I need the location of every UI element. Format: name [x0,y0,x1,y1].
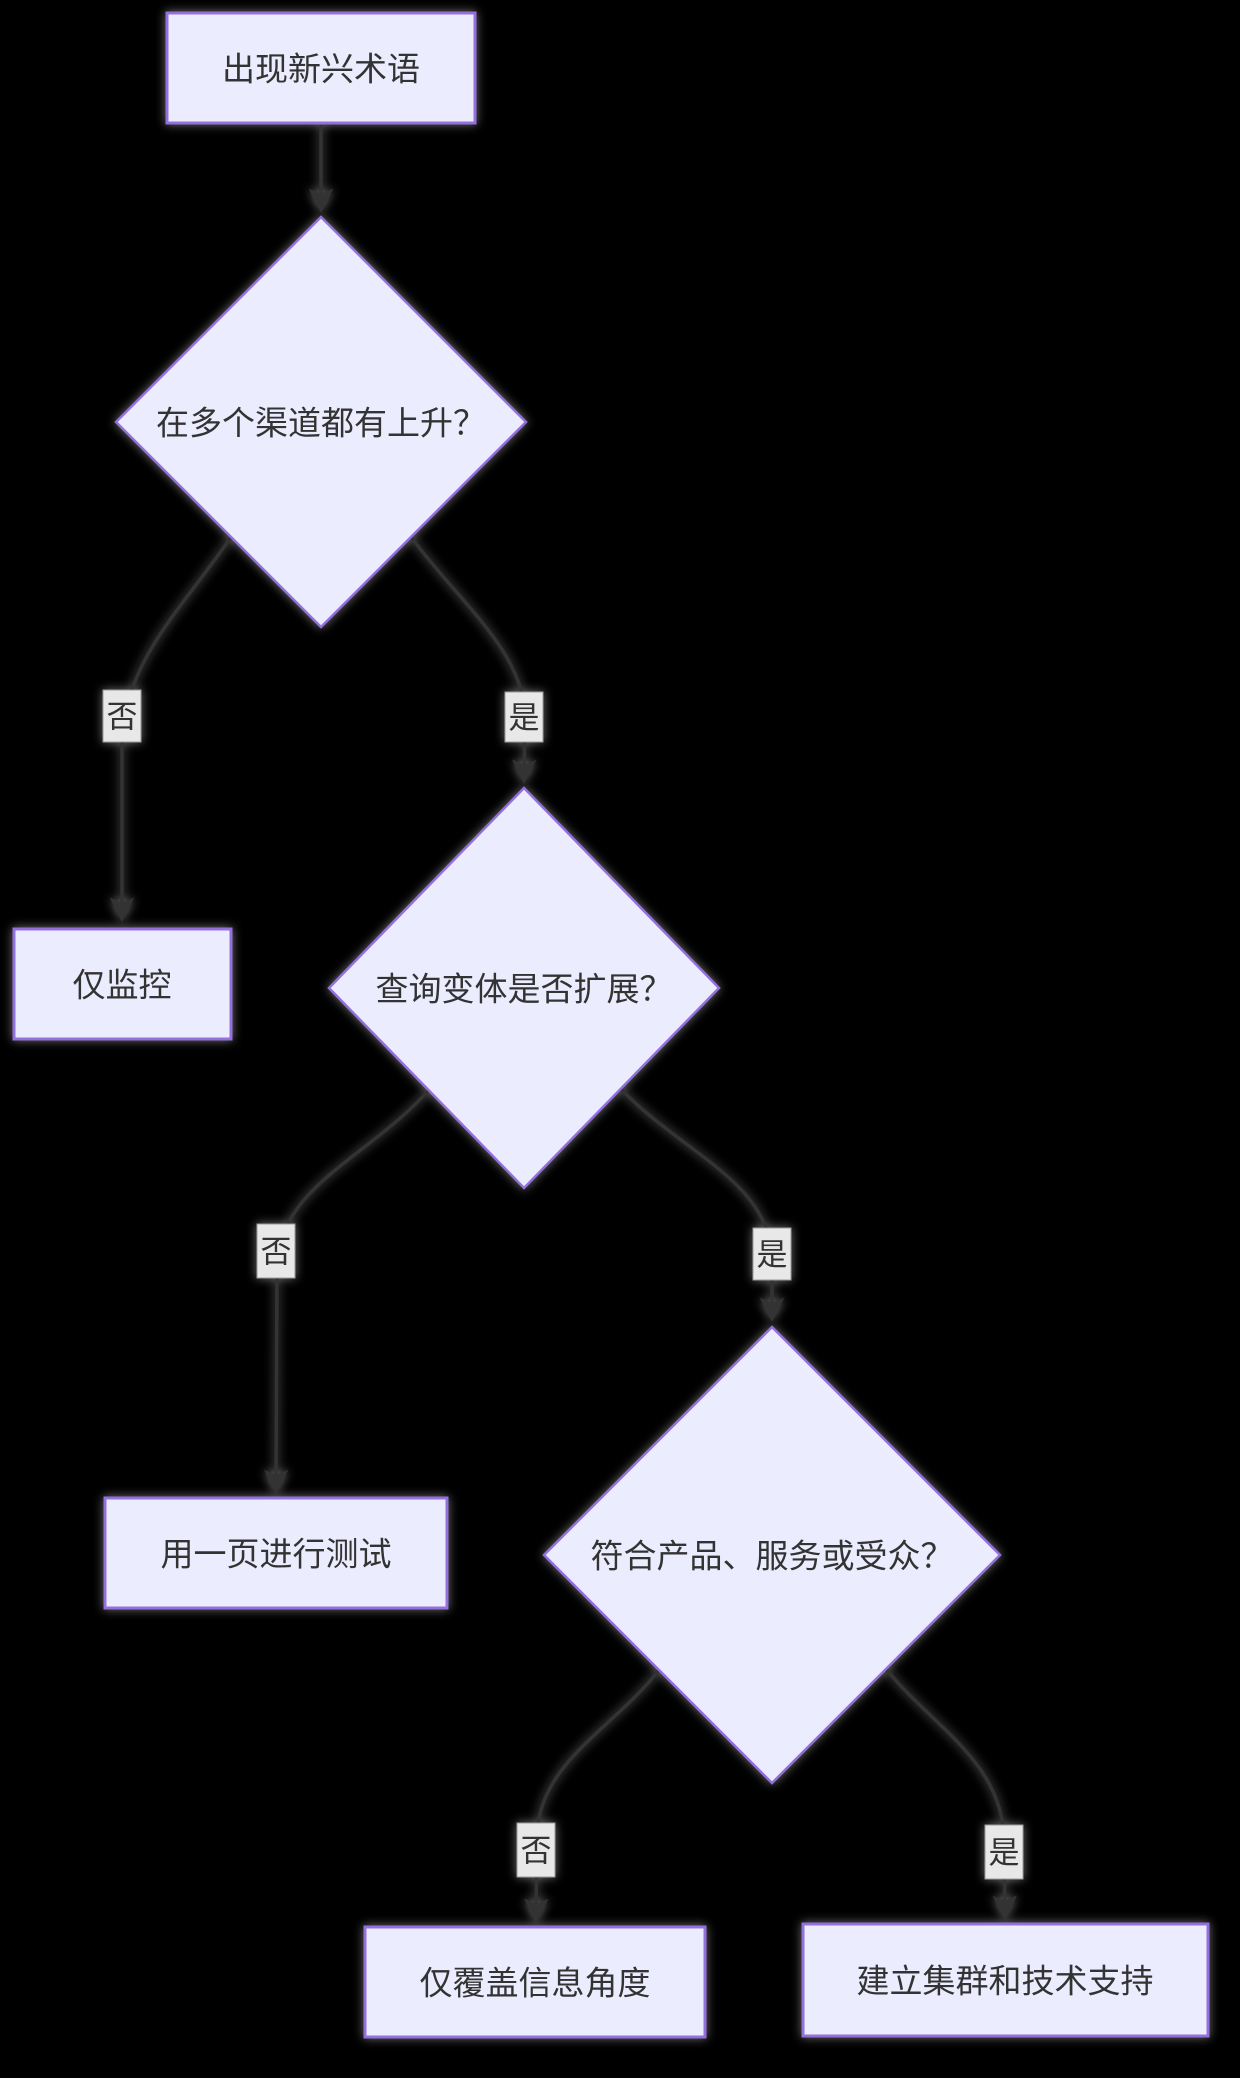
edge-label-bg [256,1223,296,1279]
node-label: 出现新兴术语 [222,51,420,88]
node-label: 符合产品、服务或受众？ [591,1538,954,1575]
node-label: 用一页进行测试 [161,1536,392,1573]
node-test-one-page: 用一页进行测试 [103,1496,449,1610]
edge-q-variants-yes-to-q-fit [617,1085,785,1323]
edge-q-variants-no-to-test [263,1087,432,1495]
edge-label-yes-3: 是 [984,1824,1024,1880]
edge-q-fit-no-to-info [523,1668,661,1924]
edge-label-no-2: 否 [256,1223,296,1279]
rect-shape [801,1922,1210,2038]
edge-label-bg [752,1227,792,1281]
rect-shape [363,1925,707,2039]
diamond-shape [542,1325,1002,1785]
edge-q-fit-yes-to-cluster [884,1667,1018,1921]
edge-label-text: 是 [757,1238,788,1273]
node-q-variants: 查询变体是否扩展？ [327,786,721,1190]
diamond-shape [114,215,528,629]
rect-shape [103,1496,449,1610]
node-q-fit: 符合产品、服务或受众？ [542,1325,1002,1785]
node-label: 仅监控 [73,967,172,1004]
node-info-angle-only: 仅覆盖信息角度 [363,1925,707,2039]
node-label: 仅覆盖信息角度 [420,1965,651,2002]
edge-label-bg [984,1824,1024,1880]
node-monitor-only: 仅监控 [12,927,233,1041]
node-label: 在多个渠道都有上升？ [156,405,486,442]
rect-shape [165,11,477,125]
edge-label-bg [102,689,142,743]
edge-label-bg [504,691,544,743]
edge-label-no-3: 否 [516,1822,556,1878]
node-label: 建立集群和技术支持 [857,1963,1154,2000]
node-build-cluster: 建立集群和技术支持 [801,1922,1210,2038]
edge-label-text: 是 [989,1836,1020,1871]
edge-label-yes-1: 是 [504,691,544,743]
edge-label-bg [516,1822,556,1878]
node-q-channels: 在多个渠道都有上升？ [114,215,528,629]
node-start: 出现新兴术语 [165,11,477,125]
edge-label-text: 否 [521,1834,552,1869]
edge-label-text: 是 [509,701,540,736]
edge-label-text: 否 [107,700,138,735]
edge-label-text: 否 [261,1235,292,1270]
edge-label-yes-2: 是 [752,1227,792,1281]
diamond-shape [327,786,721,1190]
node-label: 查询变体是否扩展？ [376,971,673,1008]
edge-label-no-1: 否 [102,689,142,743]
rect-shape [12,927,233,1041]
